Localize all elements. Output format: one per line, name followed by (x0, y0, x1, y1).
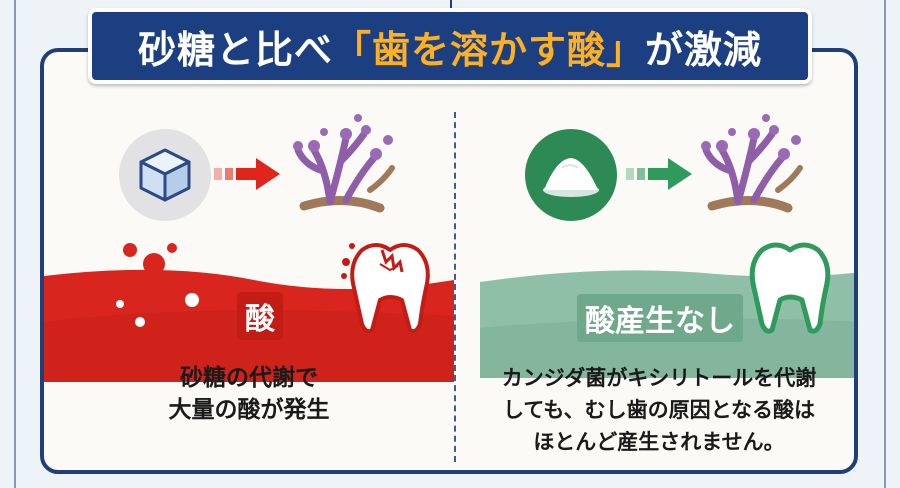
healthy-tooth-icon (749, 242, 831, 334)
right-caption: カンジダ菌がキシリトールを代謝 しても、むし歯の原因となる酸は ほとんど産生され… (456, 362, 854, 458)
bacteria-icon (293, 114, 395, 213)
title-banner: 砂糖と比べ「歯を溶かす酸」が激減 (88, 8, 812, 84)
no-acid-label: 酸産生なし (577, 294, 743, 342)
left-caption: 砂糖の代謝で 大量の酸が発生 (44, 362, 454, 426)
right-panel-xylitol: 酸産生なし カンジダ菌がキシリトールを代謝 しても、むし歯の原因となる酸は ほと… (456, 52, 854, 470)
left-caption-line2: 大量の酸が発生 (168, 397, 330, 423)
background-line-right (884, 0, 886, 488)
panel-divider (454, 112, 456, 462)
left-caption-line1: 砂糖の代謝で (180, 365, 318, 391)
infographic-card: 酸 砂糖の代謝で 大量の酸が発生 (40, 48, 858, 474)
xylitol-powder-icon (525, 129, 617, 221)
acid-wave (44, 243, 454, 382)
right-caption-line1: カンジダ菌がキシリトールを代謝 (501, 366, 817, 390)
damaged-tooth-icon (341, 243, 430, 334)
title-after: が激減 (645, 27, 763, 72)
left-panel-sugar: 酸 砂糖の代謝で 大量の酸が発生 (44, 52, 454, 470)
background-line-left (14, 0, 16, 488)
title-before: 砂糖と比べ (137, 27, 333, 72)
arrow-right-icon (626, 158, 692, 190)
right-caption-line2: しても、むし歯の原因となる酸は (502, 398, 816, 422)
sugar-cube-icon (119, 129, 211, 221)
title-highlight: 「歯を溶かす酸」 (332, 27, 645, 72)
acid-label: 酸 (237, 292, 283, 340)
bacteria-icon (701, 114, 803, 213)
page-title: 砂糖と比べ「歯を溶かす酸」が激減 (138, 19, 762, 74)
right-caption-line3: ほとんど産生されません。 (533, 430, 785, 454)
arrow-right-icon (214, 158, 280, 190)
